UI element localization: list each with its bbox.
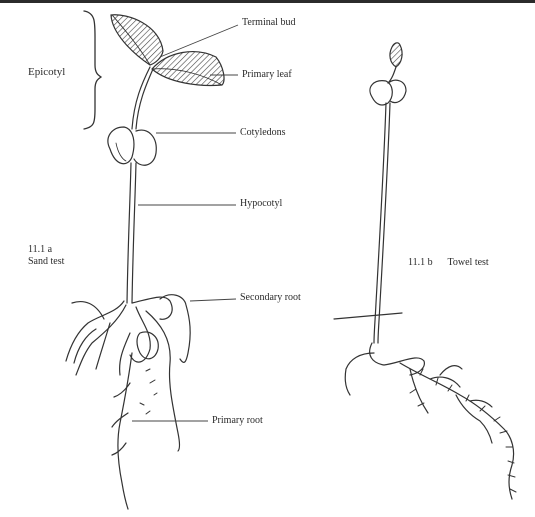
label-primary-leaf: Primary leaf bbox=[242, 69, 292, 81]
label-hypocotyl: Hypocotyl bbox=[240, 198, 282, 210]
epicotyl-stem bbox=[132, 67, 150, 129]
cotyledon-right bbox=[134, 130, 156, 165]
label-cotyledons: Cotyledons bbox=[240, 127, 286, 139]
primary-root bbox=[118, 353, 132, 509]
label-terminal-bud: Terminal bud bbox=[242, 17, 295, 29]
figure-b-title: Towel test bbox=[447, 257, 488, 268]
label-primary-root: Primary root bbox=[212, 415, 263, 427]
figure-a-title: Sand test bbox=[28, 256, 98, 268]
hypocotyl-stem bbox=[127, 163, 131, 303]
cotyledon-b-left bbox=[370, 81, 392, 105]
epicotyl-bracket bbox=[84, 11, 101, 129]
label-secondary-root: Secondary root bbox=[240, 292, 301, 304]
label-epicotyl: Epicotyl bbox=[28, 66, 65, 78]
figure-b-number: 11.1 b bbox=[408, 257, 433, 268]
root-mass bbox=[66, 301, 124, 361]
figure-b-caption: 11.1 b Towel test bbox=[408, 257, 489, 269]
root-crown-b bbox=[370, 343, 425, 375]
terminal-bud-b bbox=[390, 43, 402, 67]
seedling-b bbox=[334, 43, 516, 499]
figure-a-caption: 11.1 a Sand test bbox=[28, 244, 98, 268]
figure-a-number: 11.1 a bbox=[28, 244, 98, 256]
cotyledon-left bbox=[108, 127, 134, 164]
soil-line-b bbox=[334, 313, 402, 319]
